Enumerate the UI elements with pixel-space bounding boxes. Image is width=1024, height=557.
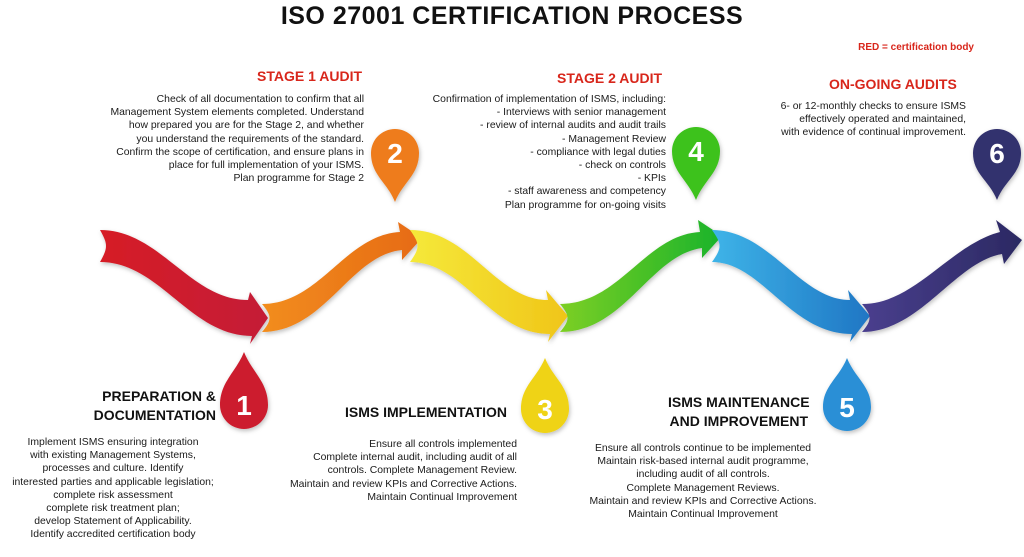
marker-5-number: 5 — [839, 392, 855, 423]
marker-1-number: 1 — [236, 390, 252, 421]
isms-implementation-description: Ensure all controls implemented Complete… — [290, 439, 517, 503]
marker-3-number: 3 — [537, 394, 553, 425]
stage-2-audit-heading: STAGE 2 AUDIT — [557, 70, 663, 86]
segment-4 — [560, 220, 722, 332]
marker-4: 4 — [672, 127, 720, 200]
on-going-audits-description: 6- or 12-monthly checks to ensure ISMS e… — [780, 101, 966, 139]
marker-6: 6 — [973, 129, 1021, 200]
segment-3 — [410, 230, 568, 342]
preparation-description: Implement ISMS ensuring integration with… — [12, 437, 214, 541]
marker-2-number: 2 — [387, 138, 403, 169]
segment-1 — [100, 230, 268, 344]
marker-3: 3 — [521, 358, 569, 433]
page-title: ISO 27001 CERTIFICATION PROCESS — [280, 2, 744, 30]
isms-maintenance-description: Ensure all controls continue to be imple… — [589, 443, 817, 521]
marker-5: 5 — [823, 358, 871, 431]
preparation-heading: PREPARATION & DOCUMENTATION — [93, 388, 216, 423]
marker-1: 1 — [220, 352, 268, 429]
stage-1-audit-description: Check of all documentation to confirm th… — [110, 94, 364, 185]
marker-4-number: 4 — [688, 136, 704, 167]
segment-6 — [862, 220, 1022, 332]
segment-5 — [712, 230, 870, 342]
wave-arrow — [100, 220, 1022, 344]
segment-2 — [262, 222, 422, 332]
isms-implementation-heading: ISMS IMPLEMENTATION — [345, 404, 508, 420]
isms-maintenance-heading: ISMS MAINTENANCE AND IMPROVEMENT — [668, 394, 810, 429]
stage-1-audit-heading: STAGE 1 AUDIT — [257, 68, 363, 84]
stage-2-audit-description: Confirmation of implementation of ISMS, … — [432, 94, 666, 211]
marker-6-number: 6 — [989, 138, 1005, 169]
legend-note: RED = certification body — [858, 42, 974, 53]
on-going-audits-heading: ON-GOING AUDITS — [829, 76, 957, 92]
marker-2: 2 — [371, 129, 419, 202]
